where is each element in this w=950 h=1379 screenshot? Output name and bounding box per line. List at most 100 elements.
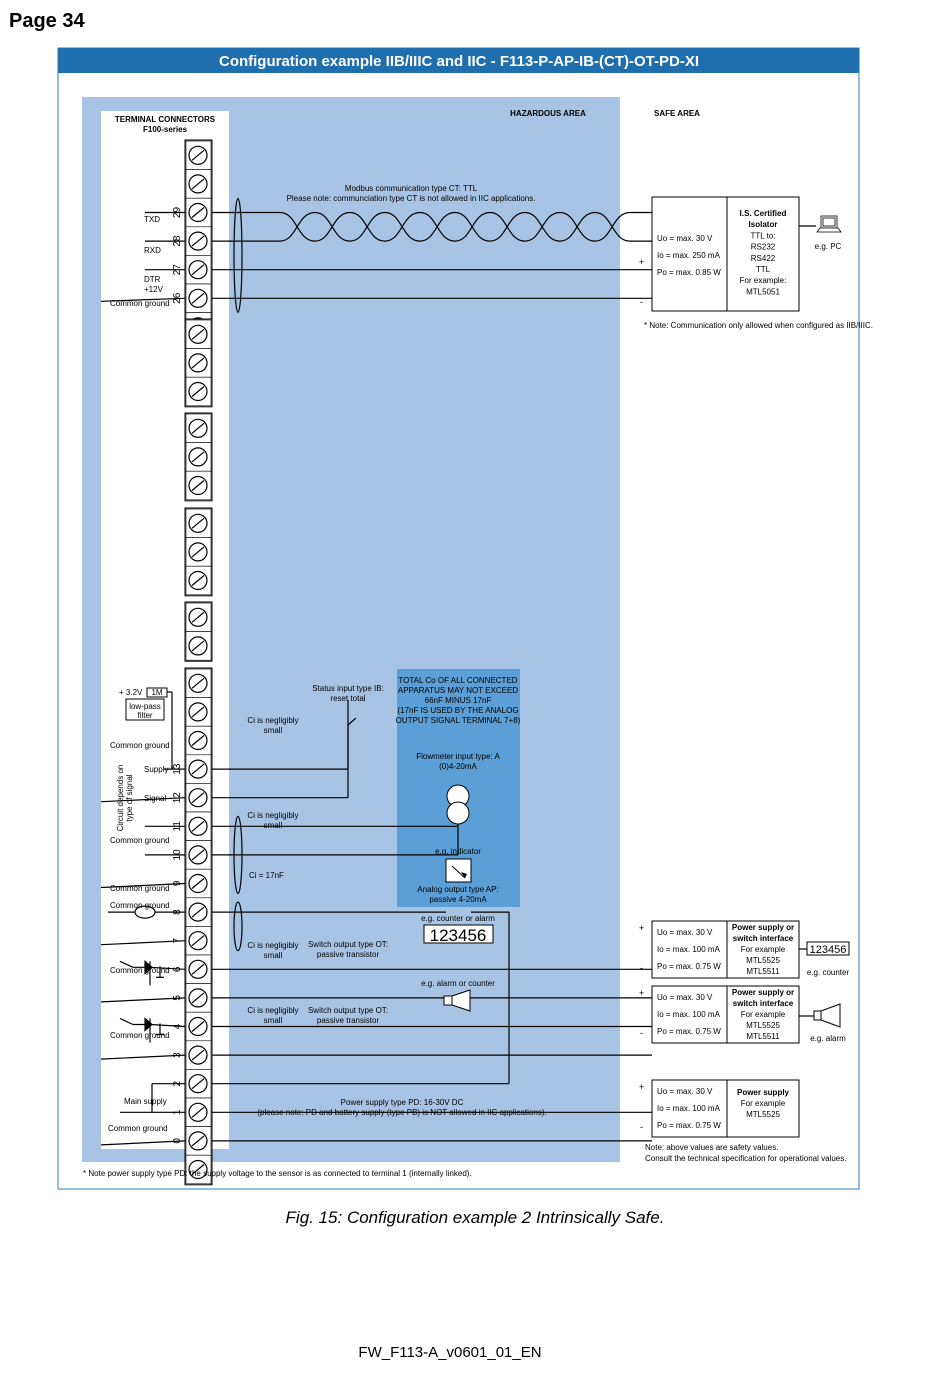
box-line: switch interface	[733, 999, 794, 1008]
switch2-io: Io = max. 100 mA	[657, 1010, 721, 1019]
screw-slot	[191, 451, 205, 463]
switch1-ci-2: small	[264, 951, 283, 960]
ground-bar-9	[100, 882, 186, 889]
screw-slot	[191, 1164, 205, 1175]
page-title: Page 34	[9, 10, 85, 32]
screw-slot	[191, 328, 205, 340]
figure-banner	[58, 48, 859, 73]
switch2-device-label: e.g. alarm	[810, 1034, 846, 1043]
comm-line-2: Please note: communciation type CT is no…	[287, 194, 536, 203]
cable-shield	[233, 815, 243, 895]
comm-plus: +	[639, 257, 644, 267]
power-uo: Uo = max. 30 V	[657, 1087, 713, 1096]
screw-slot	[191, 906, 205, 918]
box-line: For example:	[740, 276, 787, 285]
power-plus: +	[639, 1082, 644, 1092]
switch1-eg: e.g. counter or alarm	[421, 914, 495, 923]
screw-slot	[191, 575, 205, 586]
wire	[149, 1023, 186, 1028]
screw-slot	[191, 1106, 205, 1118]
box-line: For example	[741, 1010, 786, 1019]
power-line-2: (please note: PD and battery supply (typ…	[257, 1108, 546, 1117]
screw-slot	[191, 422, 205, 434]
switch1-device-label: e.g. counter	[807, 968, 850, 977]
common-ground-9: Common ground	[110, 836, 170, 845]
comm-line-1: Modbus communication type CT: TTL	[345, 184, 478, 193]
common-ground-26: Common ground	[110, 299, 170, 308]
switch2-interface-box	[726, 985, 800, 1044]
wire	[119, 1017, 134, 1026]
screw-slot	[191, 1021, 205, 1032]
power-line-1: Power supply type PD: 16-30V DC	[341, 1098, 464, 1107]
flowmeter-ci-1: Ci is negligibly	[247, 811, 298, 820]
switch1-supply-box	[651, 920, 728, 979]
power-minus: -	[640, 1122, 643, 1132]
reset-switch	[347, 717, 357, 726]
lowpass-filter-box	[125, 698, 165, 721]
box-line: switch interface	[733, 934, 794, 943]
dtr-label: DTR	[144, 275, 161, 284]
circuit-depends-1: Circuit depends on	[116, 765, 125, 832]
flowmeter-line-2: (0)4-20mA	[439, 762, 477, 771]
box-line: MTL5525	[746, 956, 780, 965]
common-ground-0: Common ground	[108, 1124, 168, 1133]
switch1-line-2: passive transistor	[317, 950, 380, 959]
terminal-title: TERMINAL CONNECTORS	[115, 115, 216, 124]
screw-slot	[191, 1049, 205, 1061]
wiring-diagram: Configuration example IIB/IIIC and IIC -…	[57, 47, 873, 1190]
cable-shield	[233, 197, 243, 313]
lowpass-label-1: low-pass	[129, 702, 161, 711]
screw-slot	[191, 706, 205, 718]
page-footer: FW_F113-A_v0601_01_EN	[358, 1344, 542, 1361]
analog-line-1: Analog output type AP:	[417, 885, 498, 894]
ground-bar-7	[100, 940, 186, 946]
screw-slot	[191, 935, 205, 947]
cable-shield	[233, 901, 243, 952]
switch1-line-1: Switch output type OT:	[308, 940, 388, 949]
box-line: MTL5511	[746, 1032, 780, 1041]
box-line: Power supply or	[732, 923, 794, 932]
ground-bar-3	[100, 1054, 186, 1060]
box-line: MTL5525	[746, 1021, 780, 1030]
screw-slot	[191, 792, 205, 804]
screw-slot	[191, 207, 205, 218]
screw-slot	[191, 235, 205, 247]
screw-slot	[191, 992, 205, 1004]
switch1-minus: -	[640, 963, 643, 973]
box-line: MTL5051	[746, 287, 780, 296]
safety-note-1: Note: above values are safety values.	[645, 1143, 778, 1152]
box-line: TOTAL Co OF ALL CONNECTED	[398, 676, 517, 685]
switch2-plus: +	[639, 988, 644, 998]
screw-slot	[191, 178, 205, 190]
wire	[149, 966, 186, 970]
isolator-box	[726, 196, 800, 312]
comm-supply-box	[651, 196, 728, 312]
rxd-label: RXD	[144, 246, 161, 255]
common-ground-5: Common ground	[110, 966, 170, 975]
ground-bar-5	[100, 997, 186, 1003]
comm-po: Po = max. 0.85 W	[657, 268, 721, 277]
figure-caption: Fig. 15: Configuration example 2 Intrins…	[285, 1208, 665, 1227]
ground-bar-26	[100, 297, 186, 302]
box-line: 66nF MINUS 17nF	[425, 696, 492, 705]
switch2-ci-2: small	[264, 1016, 283, 1025]
box-line: APPARATUS MAY NOT EXCEED	[398, 686, 518, 695]
box-line: Isolator	[749, 220, 778, 229]
screw-slot	[191, 878, 205, 889]
common-ground-3: Common ground	[110, 1031, 170, 1040]
flowmeter-symbol	[446, 784, 470, 825]
ground-bar-0	[100, 1140, 186, 1146]
comm-uo: Uo = max. 30 V	[657, 234, 713, 243]
box-line: I.S. Certified	[740, 209, 787, 218]
switch1-counter-box	[423, 924, 494, 944]
status-ci-1: Ci is negligibly	[247, 716, 298, 725]
comm-io: Io = max. 250 mA	[657, 251, 721, 260]
flowmeter-ci-2: small	[264, 821, 283, 830]
common-ground-12: Common ground	[110, 741, 170, 750]
screw-slot	[191, 735, 205, 746]
switch2-po: Po = max. 0.75 W	[657, 1027, 721, 1036]
wires	[100, 197, 816, 1146]
